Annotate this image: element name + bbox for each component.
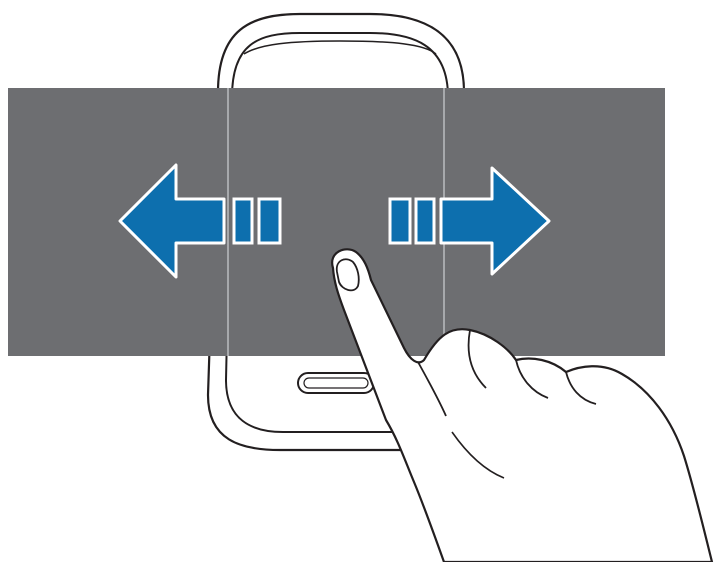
swipe-right-arrow-icon [388, 166, 551, 276]
pointing-hand-icon [331, 248, 714, 562]
home-button-icon [297, 372, 375, 394]
swipe-left-arrow-icon [118, 163, 282, 279]
screen-panels [8, 88, 665, 356]
